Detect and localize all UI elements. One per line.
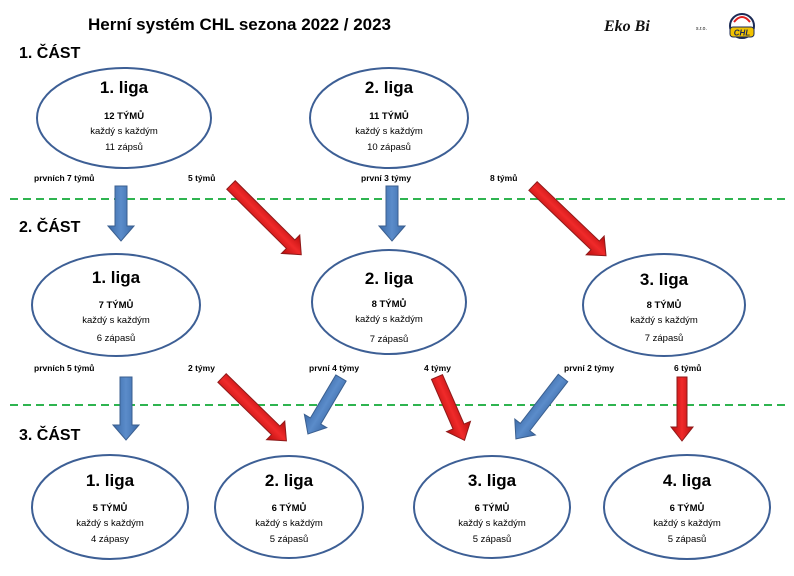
league-matches: 7 zápasů <box>645 333 684 344</box>
league-teams: 7 TÝMŮ <box>99 299 134 311</box>
league-matches: 7 zápasů <box>370 334 409 345</box>
league-ellipse <box>413 455 571 559</box>
league-teams: 6 TÝMŮ <box>272 502 307 514</box>
eko-bi-logo-text: Eko Bi <box>603 18 650 35</box>
chl-logo-text: CHL <box>734 29 751 38</box>
league-teams: 5 TÝMŮ <box>93 502 128 514</box>
league-format: každý s každým <box>82 315 150 326</box>
league-name: 2. liga <box>265 471 314 490</box>
transition-label: první 4 týmy <box>309 363 359 373</box>
league-matches: 4 zápasy <box>91 534 129 545</box>
league-format: každý s každým <box>255 518 323 529</box>
blue-arrow <box>514 373 569 440</box>
league-3-3: 3. liga 6 TÝMŮ každý s každým 5 zápasů <box>413 455 571 559</box>
league-name: 1. liga <box>92 268 141 287</box>
transition-label: první 2 týmy <box>564 363 614 373</box>
league-format: každý s každým <box>90 126 158 137</box>
league-teams: 11 TÝMŮ <box>369 110 409 122</box>
league-name: 1. liga <box>86 471 135 490</box>
league-1-2: 2. liga 11 TÝMŮ každý s každým 10 zápasů <box>309 67 469 169</box>
league-format: každý s každým <box>653 518 721 529</box>
league-format: každý s každým <box>355 314 423 325</box>
blue-arrow <box>106 185 136 242</box>
blue-arrow <box>111 376 141 441</box>
league-matches: 6 zápasů <box>97 333 136 344</box>
league-format: každý s každým <box>355 126 423 137</box>
league-name: 2. liga <box>365 78 414 97</box>
league-ellipse <box>582 253 746 357</box>
league-teams: 8 TÝMŮ <box>647 299 682 311</box>
diagram-title: Herní systém CHL sezona 2022 / 2023 <box>88 15 391 34</box>
phase-2-heading: 2. ČÁST <box>19 217 81 236</box>
chl-logo: CHL <box>729 13 755 39</box>
league-ellipse <box>214 455 364 559</box>
eko-bi-logo: Eko Bi s.r.o. <box>603 18 707 35</box>
red-arrow <box>669 376 695 442</box>
transition-label: prvních 5 týmů <box>34 363 94 373</box>
blue-arrow <box>377 185 407 242</box>
league-format: každý s každým <box>76 518 144 529</box>
league-2-1: 1. liga 7 TÝMŮ každý s každým 6 zápasů <box>31 253 201 357</box>
league-name: 3. liga <box>640 270 689 289</box>
transition-label: prvních 7 týmů <box>34 173 94 183</box>
league-teams: 12 TÝMŮ <box>104 110 144 122</box>
red-arrow <box>430 373 472 441</box>
eko-bi-logo-suffix: s.r.o. <box>696 26 707 32</box>
red-arrow <box>528 180 607 257</box>
league-ellipse <box>309 67 469 169</box>
red-arrow <box>217 372 287 442</box>
league-format: každý s každým <box>458 518 526 529</box>
league-matches: 5 zápasů <box>270 534 309 545</box>
league-matches: 5 zápasů <box>473 534 512 545</box>
league-name: 3. liga <box>468 471 517 490</box>
transition-label: 2 týmy <box>188 363 215 373</box>
league-teams: 6 TÝMŮ <box>475 502 510 514</box>
league-matches: 5 zápasů <box>668 534 707 545</box>
league-ellipse <box>311 249 467 355</box>
league-ellipse <box>31 454 189 560</box>
league-name: 2. liga <box>365 269 414 288</box>
league-teams: 6 TÝMŮ <box>670 502 705 514</box>
transition-label: 5 týmů <box>188 173 215 183</box>
league-ellipse <box>603 454 771 560</box>
transition-label: 4 týmy <box>424 363 451 373</box>
red-arrow <box>226 180 302 256</box>
league-name: 4. liga <box>663 471 712 490</box>
league-matches: 11 zápsů <box>105 142 143 153</box>
transition-label: 6 týmů <box>674 363 701 373</box>
league-1-1: 1. liga 12 TÝMŮ každý s každým 11 zápsů <box>36 67 212 169</box>
league-ellipse <box>36 67 212 169</box>
league-3-4: 4. liga 6 TÝMŮ každý s každým 5 zápasů <box>603 454 771 560</box>
phase-1-heading: 1. ČÁST <box>19 43 81 62</box>
league-3-1: 1. liga 5 TÝMŮ každý s každým 4 zápasy <box>31 454 189 560</box>
transition-label: první 3 týmy <box>361 173 411 183</box>
league-2-2: 2. liga 8 TÝMŮ každý s každým 7 zápasů <box>311 249 467 355</box>
league-2-3: 3. liga 8 TÝMŮ každý s každým 7 zápasů <box>582 253 746 357</box>
league-matches: 10 zápasů <box>367 142 411 153</box>
phase-3-heading: 3. ČÁST <box>19 425 81 444</box>
league-format: každý s každým <box>630 315 698 326</box>
transition-label: 8 týmů <box>490 173 517 183</box>
league-teams: 8 TÝMŮ <box>372 298 407 310</box>
league-ellipse <box>31 253 201 357</box>
league-name: 1. liga <box>100 78 149 97</box>
blue-arrow <box>303 374 347 435</box>
league-3-2: 2. liga 6 TÝMŮ každý s každým 5 zápasů <box>214 455 364 559</box>
